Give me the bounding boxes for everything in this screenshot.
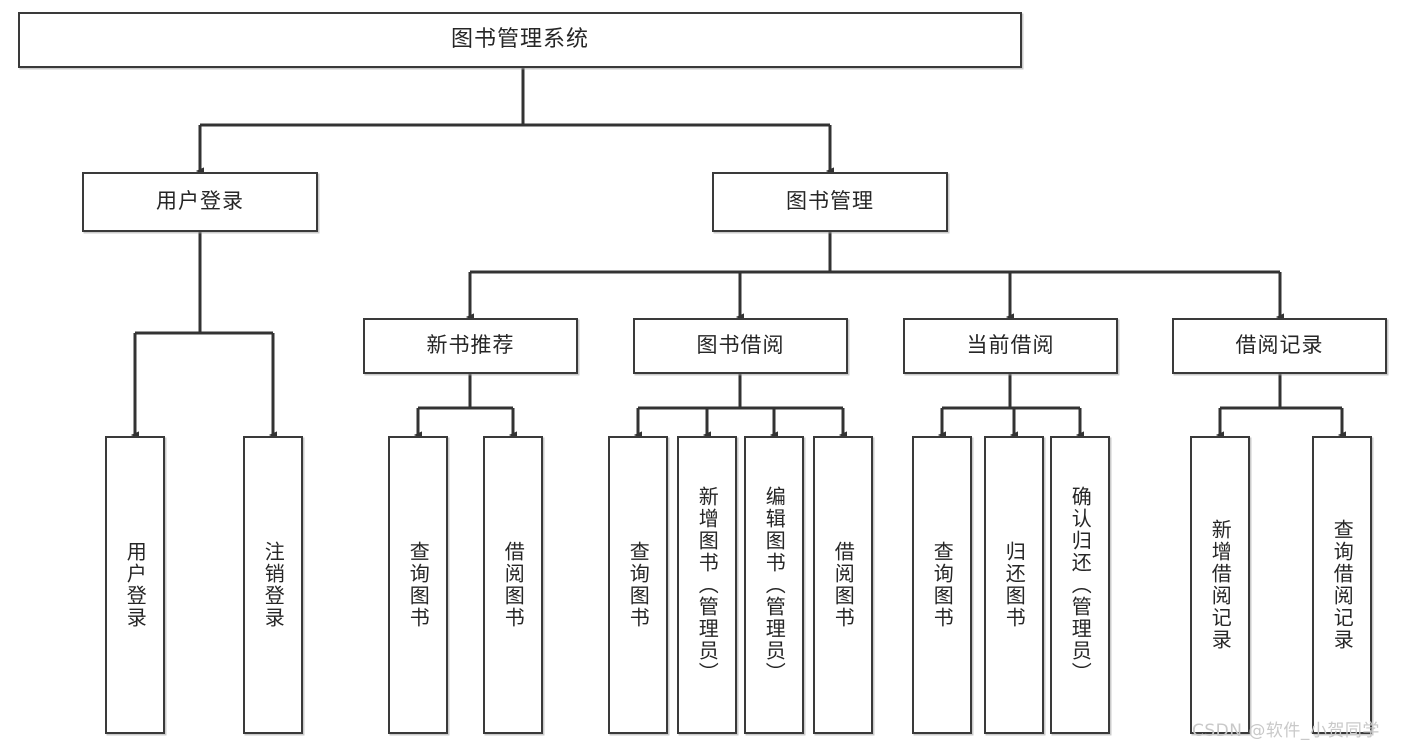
node-book-borrow[interactable]: 图书借阅 (633, 318, 848, 374)
node-leaf-return-book[interactable]: 归还图书 (984, 436, 1044, 734)
node-new-book-rec[interactable]: 新书推荐 (363, 318, 578, 374)
connector-borrow-record-children (1215, 374, 1347, 439)
node-label: 借阅图书 (831, 541, 856, 629)
node-label: 用户登录 (156, 189, 244, 214)
node-label: 注销登录 (261, 541, 286, 629)
connector-book-manage-children (465, 232, 1285, 321)
node-leaf-query-book-3[interactable]: 查询图书 (912, 436, 972, 734)
connector-current-borrow-children (937, 374, 1085, 439)
node-leaf-confirm-return[interactable]: 确认归还（管理员） (1050, 436, 1110, 734)
node-label: 归还图书 (1002, 541, 1027, 629)
node-label: 查询图书 (626, 541, 651, 629)
node-label: 查询借阅记录 (1330, 519, 1355, 651)
node-label: 新增借阅记录 (1208, 519, 1233, 651)
connector-new-book-rec-children (413, 374, 518, 439)
connector-book-borrow-children (633, 374, 848, 439)
node-root[interactable]: 图书管理系统 (18, 12, 1022, 68)
node-current-borrow[interactable]: 当前借阅 (903, 318, 1118, 374)
node-leaf-query-record[interactable]: 查询借阅记录 (1312, 436, 1372, 734)
connector-user-login-children (130, 232, 278, 439)
node-label: 新增图书（管理员） (695, 486, 720, 684)
node-leaf-add-record[interactable]: 新增借阅记录 (1190, 436, 1250, 734)
node-label: 借阅图书 (501, 541, 526, 629)
node-leaf-edit-book[interactable]: 编辑图书（管理员） (744, 436, 804, 734)
node-leaf-query-book-1[interactable]: 查询图书 (388, 436, 448, 734)
node-user-login[interactable]: 用户登录 (82, 172, 318, 232)
connector-root-to-level2 (195, 68, 835, 175)
node-label: 查询图书 (406, 541, 431, 629)
node-label: 图书管理系统 (450, 26, 589, 52)
node-leaf-query-book-2[interactable]: 查询图书 (608, 436, 668, 734)
node-label: 当前借阅 (966, 333, 1055, 358)
node-leaf-borrow-book-2[interactable]: 借阅图书 (813, 436, 873, 734)
node-label: 用户登录 (123, 541, 148, 629)
node-label: 图书管理 (786, 189, 874, 214)
node-borrow-record[interactable]: 借阅记录 (1172, 318, 1387, 374)
node-label: 确认归还（管理员） (1068, 486, 1093, 684)
node-label: 新书推荐 (426, 333, 515, 358)
node-book-manage[interactable]: 图书管理 (712, 172, 948, 232)
node-leaf-borrow-book-1[interactable]: 借阅图书 (483, 436, 543, 734)
watermark: CSDN @软件_小贺同学 (1192, 721, 1380, 741)
node-leaf-user-login[interactable]: 用户登录 (105, 436, 165, 734)
connector-paths (130, 68, 1347, 439)
node-leaf-logout[interactable]: 注销登录 (243, 436, 303, 734)
node-label: 查询图书 (930, 541, 955, 629)
node-label: 图书借阅 (696, 333, 785, 358)
node-label: 借阅记录 (1235, 333, 1324, 358)
node-leaf-add-book[interactable]: 新增图书（管理员） (677, 436, 737, 734)
node-label: 编辑图书（管理员） (762, 486, 787, 684)
